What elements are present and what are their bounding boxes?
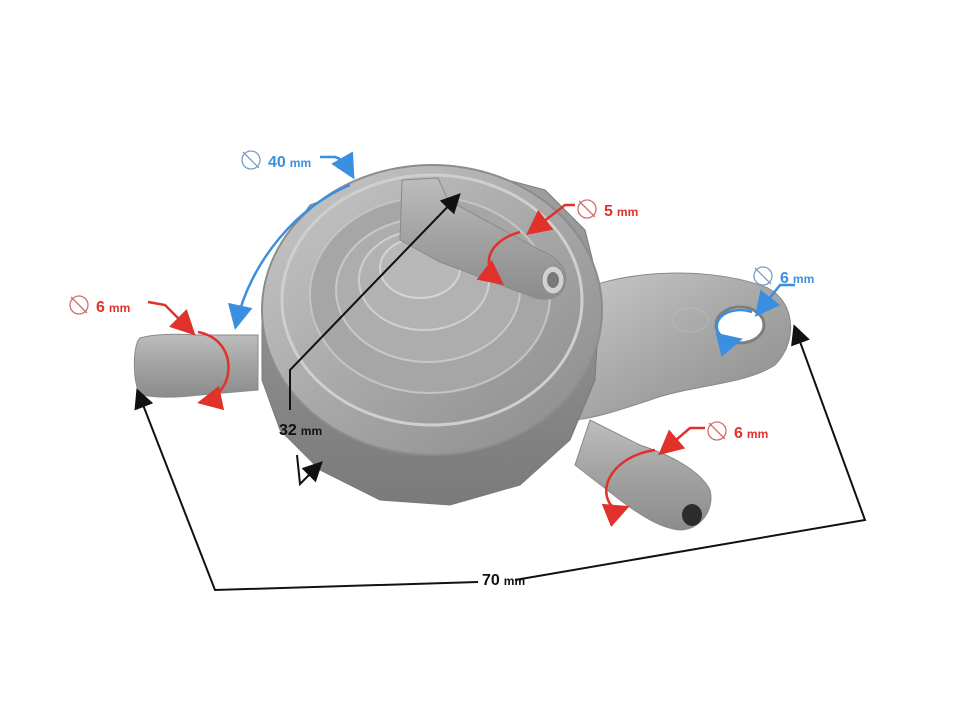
body-diameter-unit: mm xyxy=(289,156,312,170)
bottom-nozzle-value: 6 xyxy=(734,425,743,442)
left-nozzle-annotation xyxy=(147,300,230,411)
left-nozzle-value: 6 xyxy=(96,299,105,316)
mount-hole-annotation xyxy=(715,283,795,357)
height-value: 32 xyxy=(279,422,297,439)
bottom-nozzle-annotation xyxy=(601,426,705,528)
height-label: 32 mm xyxy=(279,422,322,440)
bottom-nozzle-unit: mm xyxy=(746,427,769,441)
diameter-icon xyxy=(707,421,727,441)
top-nozzle-label: 5 mm xyxy=(576,194,638,221)
top-nozzle-unit: mm xyxy=(616,205,639,219)
mount-hole-value: 6 xyxy=(780,270,789,287)
diameter-icon xyxy=(69,295,89,315)
top-nozzle-annotation xyxy=(476,203,575,286)
length-value: 70 xyxy=(482,572,500,589)
length-annotation xyxy=(134,324,867,592)
left-nozzle xyxy=(133,333,259,398)
body-diameter-annotation xyxy=(228,151,355,330)
bottom-nozzle xyxy=(574,419,712,531)
bottom-nozzle-label: 6 mm xyxy=(706,416,768,443)
diameter-icon xyxy=(577,199,597,219)
body-diameter-label: 40 mm xyxy=(240,145,311,172)
diameter-icon xyxy=(241,150,261,170)
height-unit: mm xyxy=(300,424,323,438)
length-label: 70 mm xyxy=(482,572,525,590)
top-nozzle-value: 5 xyxy=(604,203,613,220)
length-unit: mm xyxy=(503,574,526,588)
diameter-icon xyxy=(753,266,773,286)
body-diameter-value: 40 xyxy=(268,154,286,171)
height-annotation xyxy=(289,193,461,487)
left-nozzle-label: 6 mm xyxy=(68,290,130,317)
mount-hole-label: 6 mm xyxy=(752,261,814,288)
mount-hole-unit: mm xyxy=(792,272,815,286)
left-nozzle-unit: mm xyxy=(108,301,131,315)
